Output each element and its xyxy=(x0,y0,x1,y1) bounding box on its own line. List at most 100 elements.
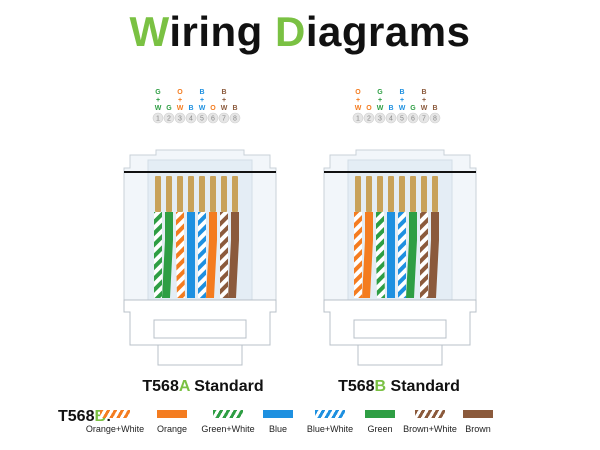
pin-label-char: + xyxy=(356,97,360,104)
pin-number-circle xyxy=(374,112,386,124)
legend-item: Green xyxy=(345,410,415,434)
pin-label-char: G xyxy=(155,89,161,96)
legend-item: Blue+White xyxy=(295,410,365,434)
wire-orange-white xyxy=(176,212,185,298)
gold-contact xyxy=(377,176,383,212)
legend-item: Orange+White xyxy=(80,410,150,434)
pin-number: 8 xyxy=(433,116,437,123)
pin-label-char: G xyxy=(166,105,172,112)
pin-number-circle xyxy=(218,112,230,124)
title-word-1: iring xyxy=(169,8,275,55)
gold-contact xyxy=(432,176,438,212)
gold-contact xyxy=(399,176,405,212)
pin-label-char: G xyxy=(377,89,383,96)
gold-contact xyxy=(199,176,205,212)
pin-label-char: + xyxy=(178,97,182,104)
legend-label: Green+White xyxy=(201,424,255,434)
gold-contact xyxy=(366,176,372,212)
legend-item: Green+White xyxy=(193,410,263,434)
pin-number: 4 xyxy=(389,116,393,123)
pin-label-char: W xyxy=(421,105,428,112)
wire-green xyxy=(406,212,417,298)
title-letter-w: W xyxy=(129,8,170,55)
pin-number-circle xyxy=(352,112,364,124)
wire-green xyxy=(162,212,173,298)
pin-number-circle xyxy=(407,112,419,124)
plug-clip-window xyxy=(353,319,447,339)
legend-item: Brown+White xyxy=(395,410,465,434)
standard-label-t568b: T568B Standard xyxy=(338,378,460,395)
gold-contact xyxy=(388,176,394,212)
wire-brown xyxy=(228,212,239,298)
legend-label: Brown xyxy=(465,424,491,434)
plug-clip-window xyxy=(153,319,247,339)
wire-blue xyxy=(387,212,395,298)
wire-blue xyxy=(187,212,195,298)
legend-label: Green xyxy=(367,424,393,434)
pin-label-char: B xyxy=(188,105,193,112)
wire-brown-white xyxy=(420,212,428,298)
legend-label: Brown+White xyxy=(403,424,457,434)
title-letter-d: D xyxy=(275,8,306,55)
wire-orange xyxy=(206,212,217,298)
pin-label-char: O xyxy=(210,105,216,112)
pin-number-circle xyxy=(385,112,397,124)
plug-latch-line xyxy=(324,171,476,173)
legend-swatch xyxy=(157,410,187,418)
wire-green-white xyxy=(154,212,162,298)
gold-contact xyxy=(166,176,172,212)
pin-label-char: B xyxy=(199,89,204,96)
pin-label-char: W xyxy=(177,105,184,112)
wire-blue-white xyxy=(398,212,406,298)
gold-contact xyxy=(155,176,161,212)
gold-contact xyxy=(355,176,361,212)
legend-swatch xyxy=(263,410,293,418)
plug-latch-line xyxy=(124,171,276,173)
pin-number: 3 xyxy=(178,116,182,123)
legend-swatch xyxy=(100,410,130,418)
legend-swatch xyxy=(213,410,243,418)
legend-swatch xyxy=(415,410,445,418)
gold-contact xyxy=(232,176,238,212)
plug-tab xyxy=(157,344,243,366)
wire-brown-white xyxy=(220,212,228,298)
pin-label-char: B xyxy=(388,105,393,112)
pin-label-char: B xyxy=(221,89,226,96)
pin-number: 7 xyxy=(222,116,226,123)
pin-number-circle xyxy=(229,112,241,124)
legend-label: Orange+White xyxy=(85,424,145,434)
gold-contact xyxy=(188,176,194,212)
plug-tab xyxy=(357,344,443,366)
pin-number: 5 xyxy=(200,116,204,123)
gold-contact xyxy=(410,176,416,212)
wire-blue-white xyxy=(198,212,206,298)
pin-number: 2 xyxy=(367,116,371,123)
pin-number: 6 xyxy=(211,116,215,123)
pin-number: 8 xyxy=(233,116,237,123)
pin-label-char: O xyxy=(177,89,183,96)
pin-label-char: W xyxy=(199,105,206,112)
pin-label-char: W xyxy=(377,105,384,112)
pin-number-circle xyxy=(185,112,197,124)
pin-label-char: + xyxy=(422,97,426,104)
pin-number: 3 xyxy=(378,116,382,123)
pin-label-char: + xyxy=(400,97,404,104)
legend-item: Orange xyxy=(137,410,207,434)
pin-number-circle xyxy=(363,112,375,124)
pin-label-char: B xyxy=(232,105,237,112)
pin-number-circle xyxy=(396,112,408,124)
pin-number: 5 xyxy=(400,116,404,123)
page-title: Wiring Diagrams xyxy=(0,8,600,56)
pin-label-char: + xyxy=(378,97,382,104)
pin-label-char: + xyxy=(200,97,204,104)
standard-label-t568a: T568A Standard xyxy=(142,378,264,395)
pin-number-circle xyxy=(429,112,441,124)
title-word-2: iagrams xyxy=(305,8,471,55)
pin-label-char: + xyxy=(222,97,226,104)
pin-number-circle xyxy=(418,112,430,124)
pin-number: 6 xyxy=(411,116,415,123)
gold-contact xyxy=(421,176,427,212)
